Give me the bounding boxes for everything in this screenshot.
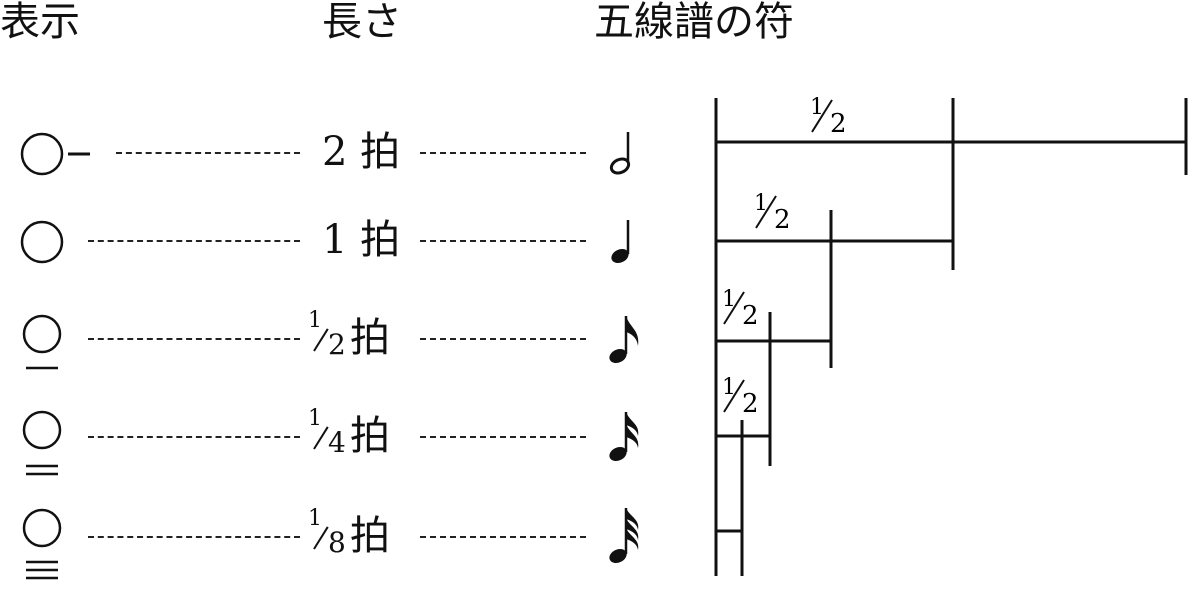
fraction-denominator: 8 <box>328 526 346 559</box>
fraction-denominator: 2 <box>328 328 346 361</box>
row-half-beat: 1 2 拍 <box>0 308 700 370</box>
dashed-leader-right <box>420 338 586 340</box>
header-note: 五線譜の符 <box>594 0 794 45</box>
eighth-note-icon <box>609 316 639 364</box>
dashed-leader-left <box>88 536 300 538</box>
dashed-leader-left <box>88 338 300 340</box>
length-label: 1 8 拍 <box>306 506 416 564</box>
circle-underline-mark-icon <box>22 314 62 370</box>
division-label: 1 2 <box>722 375 759 419</box>
circle-triple-underline-mark-icon <box>22 508 62 580</box>
row-one-beat: 1 拍 <box>0 210 700 270</box>
dashed-leader-right <box>420 436 586 438</box>
division-label: 1 2 <box>722 287 759 331</box>
length-number: 2 <box>322 129 348 175</box>
fraction-numerator: 1 <box>308 506 322 531</box>
length-unit: 拍 <box>350 413 390 459</box>
svg-text:2: 2 <box>774 205 791 235</box>
length-fraction: 1 2 <box>306 308 350 366</box>
quarter-note-icon <box>611 220 630 264</box>
dashed-leader-left <box>116 152 300 154</box>
row-eighth-beat: 1 8 拍 <box>0 506 700 580</box>
length-fraction: 1 8 <box>306 506 350 564</box>
circle-mark-icon <box>20 220 64 264</box>
dashed-leader-right <box>420 152 586 154</box>
svg-text:1: 1 <box>722 375 736 400</box>
division-label: 1 2 <box>754 191 791 235</box>
beat-division-diagram: 1 2 1 2 1 2 1 2 <box>714 95 1188 576</box>
fraction-numerator: 1 <box>308 406 322 431</box>
header-length: 長さ <box>322 0 402 45</box>
row-quarter-beat: 1 4 拍 <box>0 406 700 476</box>
svg-text:2: 2 <box>830 109 847 139</box>
length-number: 1 <box>322 217 348 263</box>
length-unit: 拍 <box>350 315 390 361</box>
row-two-beats: 2 拍 <box>0 122 700 182</box>
dashed-leader-left <box>88 436 300 438</box>
dashed-leader-right <box>420 536 586 538</box>
division-label: 1 2 <box>810 95 847 139</box>
svg-text:2: 2 <box>742 301 759 331</box>
length-unit: 拍 <box>360 129 401 175</box>
dashed-leader-right <box>420 240 586 242</box>
length-fraction: 1 4 <box>306 406 350 464</box>
sixteenth-note-icon <box>609 412 639 462</box>
length-unit: 拍 <box>350 513 390 559</box>
fraction-numerator: 1 <box>308 308 322 333</box>
length-label: 1 2 拍 <box>306 308 416 366</box>
fraction-denominator: 4 <box>328 426 346 459</box>
circle-double-underline-mark-icon <box>22 410 62 476</box>
length-label: 2 拍 <box>306 124 416 180</box>
dashed-leader-left <box>88 240 300 242</box>
svg-text:2: 2 <box>742 389 759 419</box>
half-note-icon <box>609 132 631 175</box>
length-unit: 拍 <box>360 217 401 263</box>
length-label: 1 4 拍 <box>306 406 416 464</box>
length-label: 1 拍 <box>306 212 416 268</box>
circle-dash-mark-icon <box>20 132 90 176</box>
svg-text:1: 1 <box>722 287 736 312</box>
svg-text:1: 1 <box>810 95 824 120</box>
thirty-second-note-icon <box>609 508 639 564</box>
svg-text:1: 1 <box>754 191 768 216</box>
header-display: 表示 <box>0 0 80 45</box>
